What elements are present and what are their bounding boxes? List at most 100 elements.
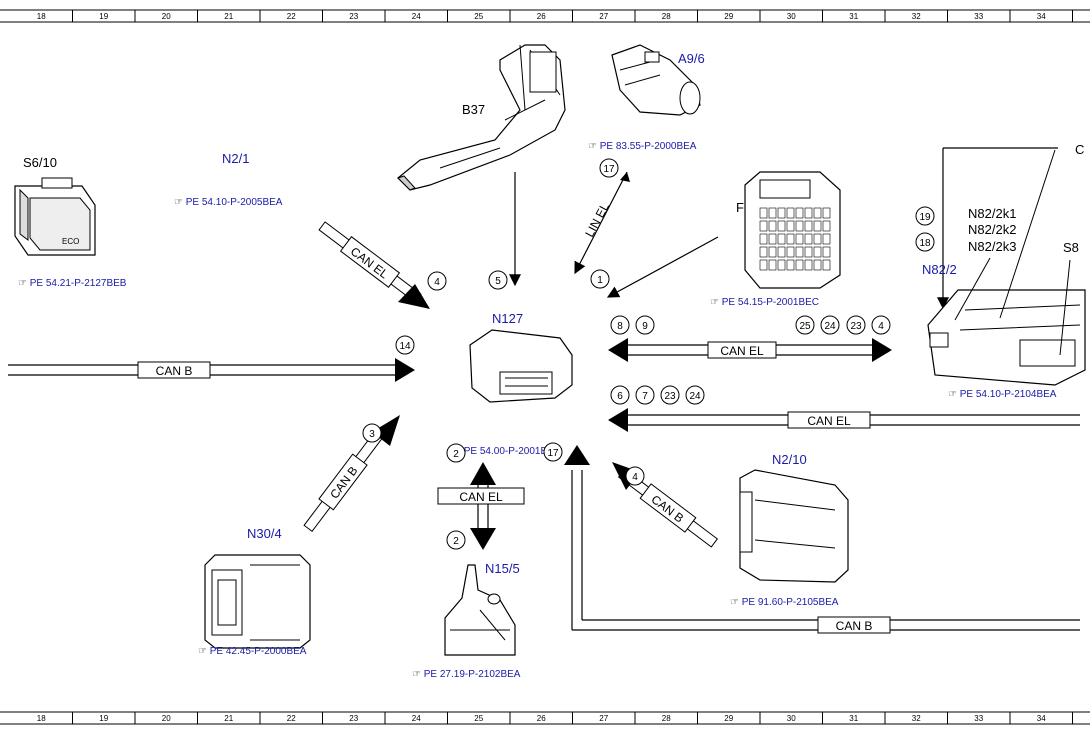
fuse-slot <box>786 246 795 258</box>
signal-9: 9 <box>642 321 648 332</box>
fuse-slot <box>795 207 804 219</box>
signal-24b: 24 <box>689 391 701 402</box>
signal-24: 24 <box>824 321 836 332</box>
f2-fuse-box[interactable] <box>744 171 841 289</box>
fuse-slot <box>777 220 786 232</box>
n82-2-s8-label: S8 <box>1063 240 1079 255</box>
n82-2-label: N82/2 <box>922 262 957 277</box>
fuse-slot <box>786 259 795 271</box>
fuse-slot <box>777 207 786 219</box>
fuse-slot <box>759 259 768 271</box>
n82-2k2-label: N82/2k2 <box>968 222 1016 237</box>
grid-number: 23 <box>349 714 358 723</box>
grid-number: 27 <box>599 714 608 723</box>
n30-4-signal: 3 <box>369 429 375 440</box>
grid-number: 33 <box>974 714 983 723</box>
n82-2-battery-control[interactable] <box>927 149 1086 386</box>
signal-23b: 23 <box>664 391 676 402</box>
n127-control-unit[interactable] <box>469 329 573 403</box>
fuse-slot <box>795 233 804 245</box>
fuse-slot <box>813 259 822 271</box>
n82-2-ref[interactable]: ☞ PE 54.10-P-2104BEA <box>948 389 1057 400</box>
n2-10-module[interactable] <box>739 469 849 583</box>
a9-6-ref[interactable]: ☞ PE 83.55-P-2000BEA <box>588 141 697 152</box>
fuse-slot <box>759 220 768 232</box>
grid-number: 26 <box>537 714 546 723</box>
grid-number: 27 <box>599 12 608 21</box>
fuse-slot <box>759 233 768 245</box>
fuse-slot <box>777 259 786 271</box>
n2-10-ref[interactable]: ☞ PE 91.60-P-2105BEA <box>730 597 839 608</box>
signal-7: 7 <box>642 391 648 402</box>
n15-5-bus-label: CAN EL <box>459 490 503 504</box>
b37-label: B37 <box>462 102 485 117</box>
n127-label: N127 <box>492 311 523 326</box>
n82-2-c-label: C <box>1075 142 1084 157</box>
grid-number: 23 <box>349 12 358 21</box>
fuse-slot <box>822 220 831 232</box>
fuse-slot <box>804 259 813 271</box>
fuse-slot <box>813 246 822 258</box>
can-b-bottom-label: CAN B <box>836 619 873 633</box>
n30-4-ref[interactable]: ☞ PE 42.45-P-2000BEA <box>198 646 307 657</box>
grid-number: 31 <box>849 12 858 21</box>
fuse-slot <box>804 233 813 245</box>
grid-number: 20 <box>162 714 171 723</box>
can-el-right-line: CAN EL 6 7 23 24 <box>608 385 1080 432</box>
fuse-slot <box>777 246 786 258</box>
n2-10-label: N2/10 <box>772 452 807 467</box>
b37-signal: 5 <box>495 276 501 287</box>
signal-8: 8 <box>617 321 623 332</box>
n15-5-label: N15/5 <box>485 561 520 576</box>
grid-number: 28 <box>662 12 671 21</box>
can-b-left-label: CAN B <box>156 364 193 378</box>
n82-2k1-label: N82/2k1 <box>968 206 1016 221</box>
grid-number: 30 <box>787 714 796 723</box>
n2-1-label: N2/1 <box>222 151 249 166</box>
signal-25: 25 <box>799 321 811 332</box>
n2-1-signal: 4 <box>434 277 440 288</box>
n15-5-signal-down: 2 <box>453 536 459 547</box>
s6-10-label: S6/10 <box>23 155 57 170</box>
fuse-slot <box>768 246 777 258</box>
fuse-slot <box>777 233 786 245</box>
s6-10-ref[interactable]: ☞ PE 54.21-P-2127BEB <box>18 278 127 289</box>
fuse-slot <box>786 220 795 232</box>
n15-5-ref[interactable]: ☞ PE 27.19-P-2102BEA <box>412 669 521 680</box>
grid-number: 34 <box>1037 714 1046 723</box>
fuse-slot <box>813 233 822 245</box>
grid-number: 30 <box>787 12 796 21</box>
grid-number: 21 <box>224 714 233 723</box>
fuse-slot <box>768 233 777 245</box>
a9-6-component[interactable] <box>611 44 701 116</box>
s6-10-switch[interactable]: S6/10 ECO <box>14 155 96 256</box>
grid-number: 29 <box>724 12 733 21</box>
a9-6-label: A9/6 <box>678 51 705 66</box>
grid-number: 34 <box>1037 12 1046 21</box>
n30-4-module[interactable] <box>204 554 311 649</box>
grid-number: 18 <box>37 714 46 723</box>
n82-2-bus-label: CAN EL <box>720 344 764 358</box>
fuse-slot <box>768 259 777 271</box>
n15-5-selector[interactable] <box>444 564 516 656</box>
grid-number: 32 <box>912 714 921 723</box>
b37-accelerator-pedal[interactable] <box>397 44 566 191</box>
n127-can-b-bottom-line: CAN B 17 <box>543 442 1080 634</box>
grid-number: 25 <box>474 714 483 723</box>
signal-19: 19 <box>919 212 931 223</box>
f2-ref[interactable]: ☞ PE 54.15-P-2001BEC <box>710 297 819 308</box>
fuse-slot <box>822 246 831 258</box>
fuse-slot <box>795 259 804 271</box>
signal-23: 23 <box>850 321 862 332</box>
n82-2-can-el-link: CAN EL 8 9 25 24 23 4 <box>608 315 892 362</box>
n2-1-ref[interactable]: ☞ PE 54.10-P-2005BEA <box>174 197 283 208</box>
can-el-right-label: CAN EL <box>807 414 851 428</box>
signal-18: 18 <box>919 238 931 249</box>
n2-10-signal: 4 <box>632 472 638 483</box>
n15-5-signal-up: 2 <box>453 449 459 460</box>
fuse-slot <box>822 259 831 271</box>
n30-4-can-b-link: CAN B 3 <box>303 415 400 533</box>
grid-number: 19 <box>99 12 108 21</box>
